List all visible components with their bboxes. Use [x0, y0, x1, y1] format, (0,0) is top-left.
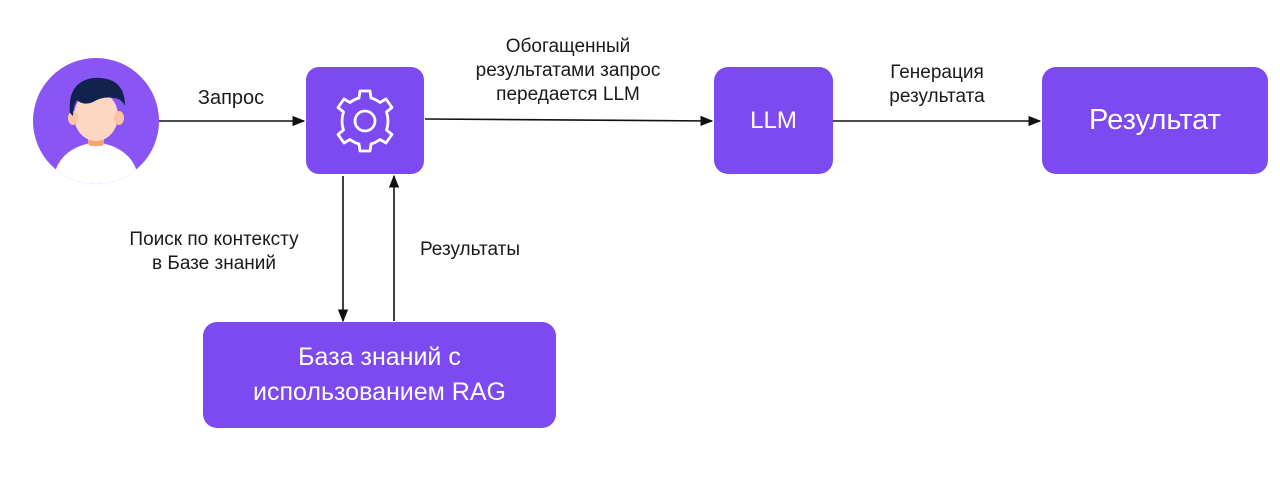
- result-label: Результат: [1089, 104, 1221, 136]
- gear-icon: [336, 89, 394, 152]
- edge-label-request: Запрос: [197, 87, 265, 109]
- edge-enriched-arrow: [424, 115, 714, 127]
- llm-label: LLM: [750, 106, 797, 134]
- result-node: Результат: [1042, 67, 1268, 174]
- user-avatar-icon: [33, 58, 159, 184]
- edge-label-search: Поиск по контексту в Базе знаний: [129, 229, 299, 274]
- edge-label-results: Результаты: [419, 239, 521, 260]
- processor-node: [306, 67, 424, 174]
- user-avatar: [33, 58, 159, 184]
- edge-label-enriched: Обогащенный результатами запрос передает…: [475, 36, 661, 105]
- knowledge-base-node: База знаний с использованием RAG: [203, 322, 556, 428]
- llm-node: LLM: [714, 67, 833, 174]
- edge-label-generation: Генерация результата: [889, 62, 985, 107]
- knowledge-base-label: База знаний с использованием RAG: [253, 343, 506, 406]
